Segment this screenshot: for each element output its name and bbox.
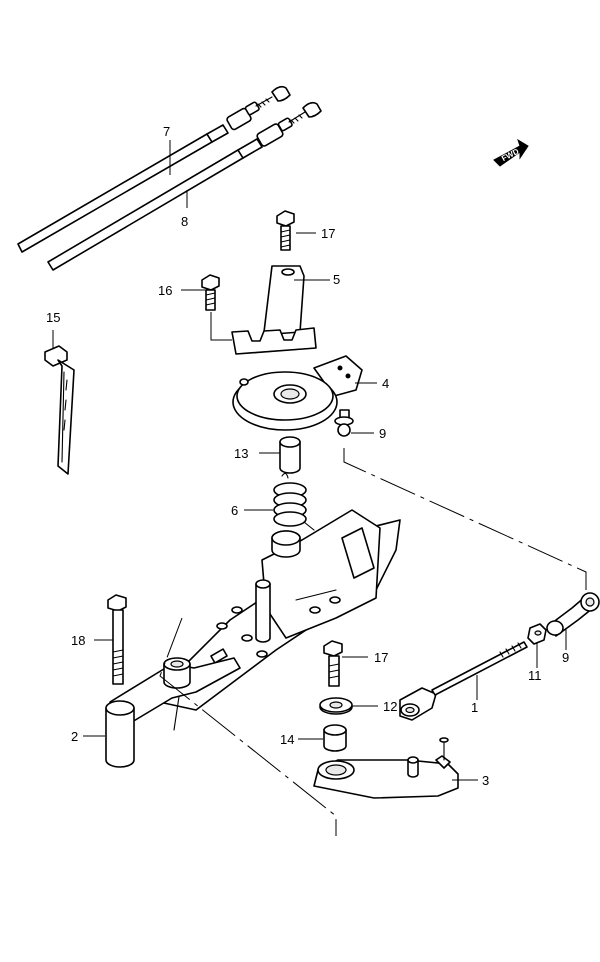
callout-1: 1 — [471, 700, 478, 715]
main-bracket — [149, 509, 401, 731]
bolt-16 — [323, 640, 343, 687]
collar-13 — [323, 724, 347, 752]
callout-10: 11 — [528, 668, 542, 683]
ball-joint-8 — [546, 592, 600, 637]
bolt-18 — [107, 594, 127, 685]
dash-line-9-to-8 — [343, 448, 587, 590]
drum-4 — [232, 355, 363, 431]
control-cable-lower — [47, 101, 322, 271]
callout-15: 16 — [158, 283, 172, 298]
callout-3: 3 — [482, 773, 489, 788]
callout-11: 12 — [383, 699, 397, 714]
callout-17: 17 — [321, 226, 335, 241]
callout-2: 2 — [71, 729, 78, 744]
callout-7-lower: 8 — [181, 214, 188, 229]
callout-9: 9 — [379, 426, 386, 441]
lever-2 — [105, 657, 241, 768]
bolt-15 — [201, 274, 220, 311]
callout-14: 15 — [46, 310, 60, 325]
callout-18: 18 — [71, 633, 85, 648]
bolt-17 — [276, 210, 295, 251]
washer-11 — [319, 697, 353, 715]
callout-4: 4 — [382, 376, 389, 391]
callout-6: 6 — [231, 503, 238, 518]
callout-8: 9 — [562, 650, 569, 665]
rod-1 — [399, 641, 528, 721]
ball-stud-9 — [334, 409, 354, 437]
collar-12 — [279, 436, 301, 474]
callout-16: 17 — [374, 650, 388, 665]
control-cable-upper — [17, 85, 291, 253]
dash-line-bracket-to-lever — [159, 617, 337, 836]
callout-5: 5 — [333, 272, 340, 287]
callout-leaders — [52, 140, 567, 781]
spring-6 — [273, 472, 315, 531]
cable-tie-14 — [44, 345, 75, 475]
lever-3 — [313, 737, 459, 799]
nut-10 — [527, 623, 547, 645]
callout-12: 13 — [234, 446, 248, 461]
callout-7-upper: 7 — [163, 124, 170, 139]
bracket-5 — [231, 265, 317, 355]
fwd-arrow-icon: FWD — [493, 138, 529, 167]
callout-13: 14 — [280, 732, 294, 747]
